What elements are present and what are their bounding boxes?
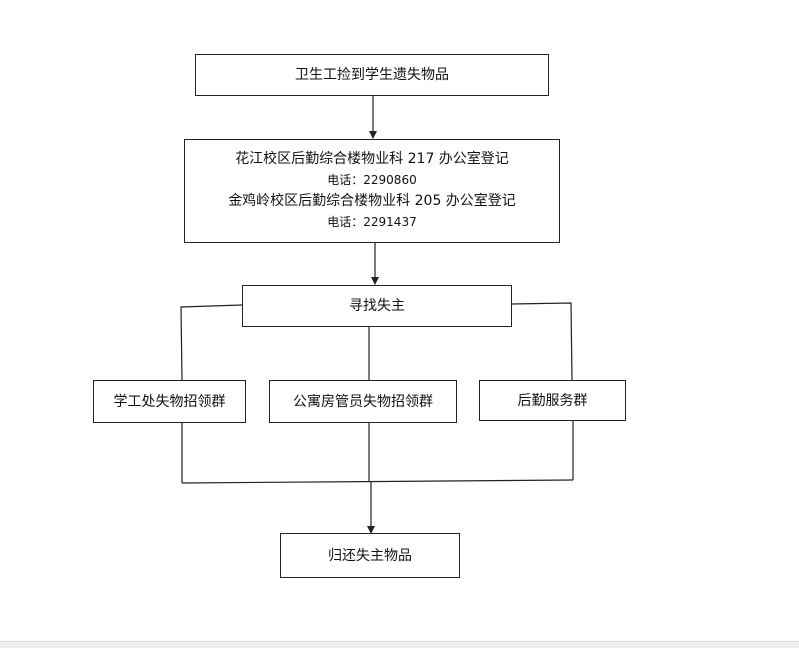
- step-return-item-label: 归还失主物品: [328, 547, 412, 564]
- step-return-item: 归还失主物品: [280, 533, 460, 578]
- branch-dorm-manager-label: 公寓房管员失物招领群: [293, 393, 433, 410]
- connector-step3-to-right: [510, 302, 573, 381]
- phone-huajiang: 电话：2290860: [327, 173, 417, 187]
- branch-dorm-manager-group: 公寓房管员失物招领群: [269, 380, 457, 423]
- connector-step3-to-left: [180, 304, 243, 381]
- step-found-item: 卫生工捡到学生遗失物品: [195, 54, 549, 96]
- step-find-owner-label: 寻找失主: [349, 298, 405, 314]
- register-huajiang: 花江校区后勤综合楼物业科 217 办公室登记: [235, 151, 509, 167]
- step-register-office: 花江校区后勤综合楼物业科 217 办公室登记 电话：2290860 金鸡岭校区后…: [184, 139, 560, 243]
- branch-student-affairs-label: 学工处失物招领群: [113, 393, 226, 410]
- branch-logistics-label: 后勤服务群: [517, 392, 588, 409]
- branch-logistics-group: 后勤服务群: [479, 380, 626, 421]
- branch-student-affairs-group: 学工处失物招领群: [93, 380, 246, 423]
- bottom-edge-bar: [0, 641, 799, 648]
- step-found-item-label: 卫生工捡到学生遗失物品: [295, 67, 449, 83]
- step-find-owner: 寻找失主: [242, 285, 512, 327]
- merge-line: [181, 479, 574, 484]
- phone-jinjiling: 电话：2291437: [327, 215, 417, 229]
- register-jinjiling: 金鸡岭校区后勤综合楼物业科 205 办公室登记: [228, 193, 516, 209]
